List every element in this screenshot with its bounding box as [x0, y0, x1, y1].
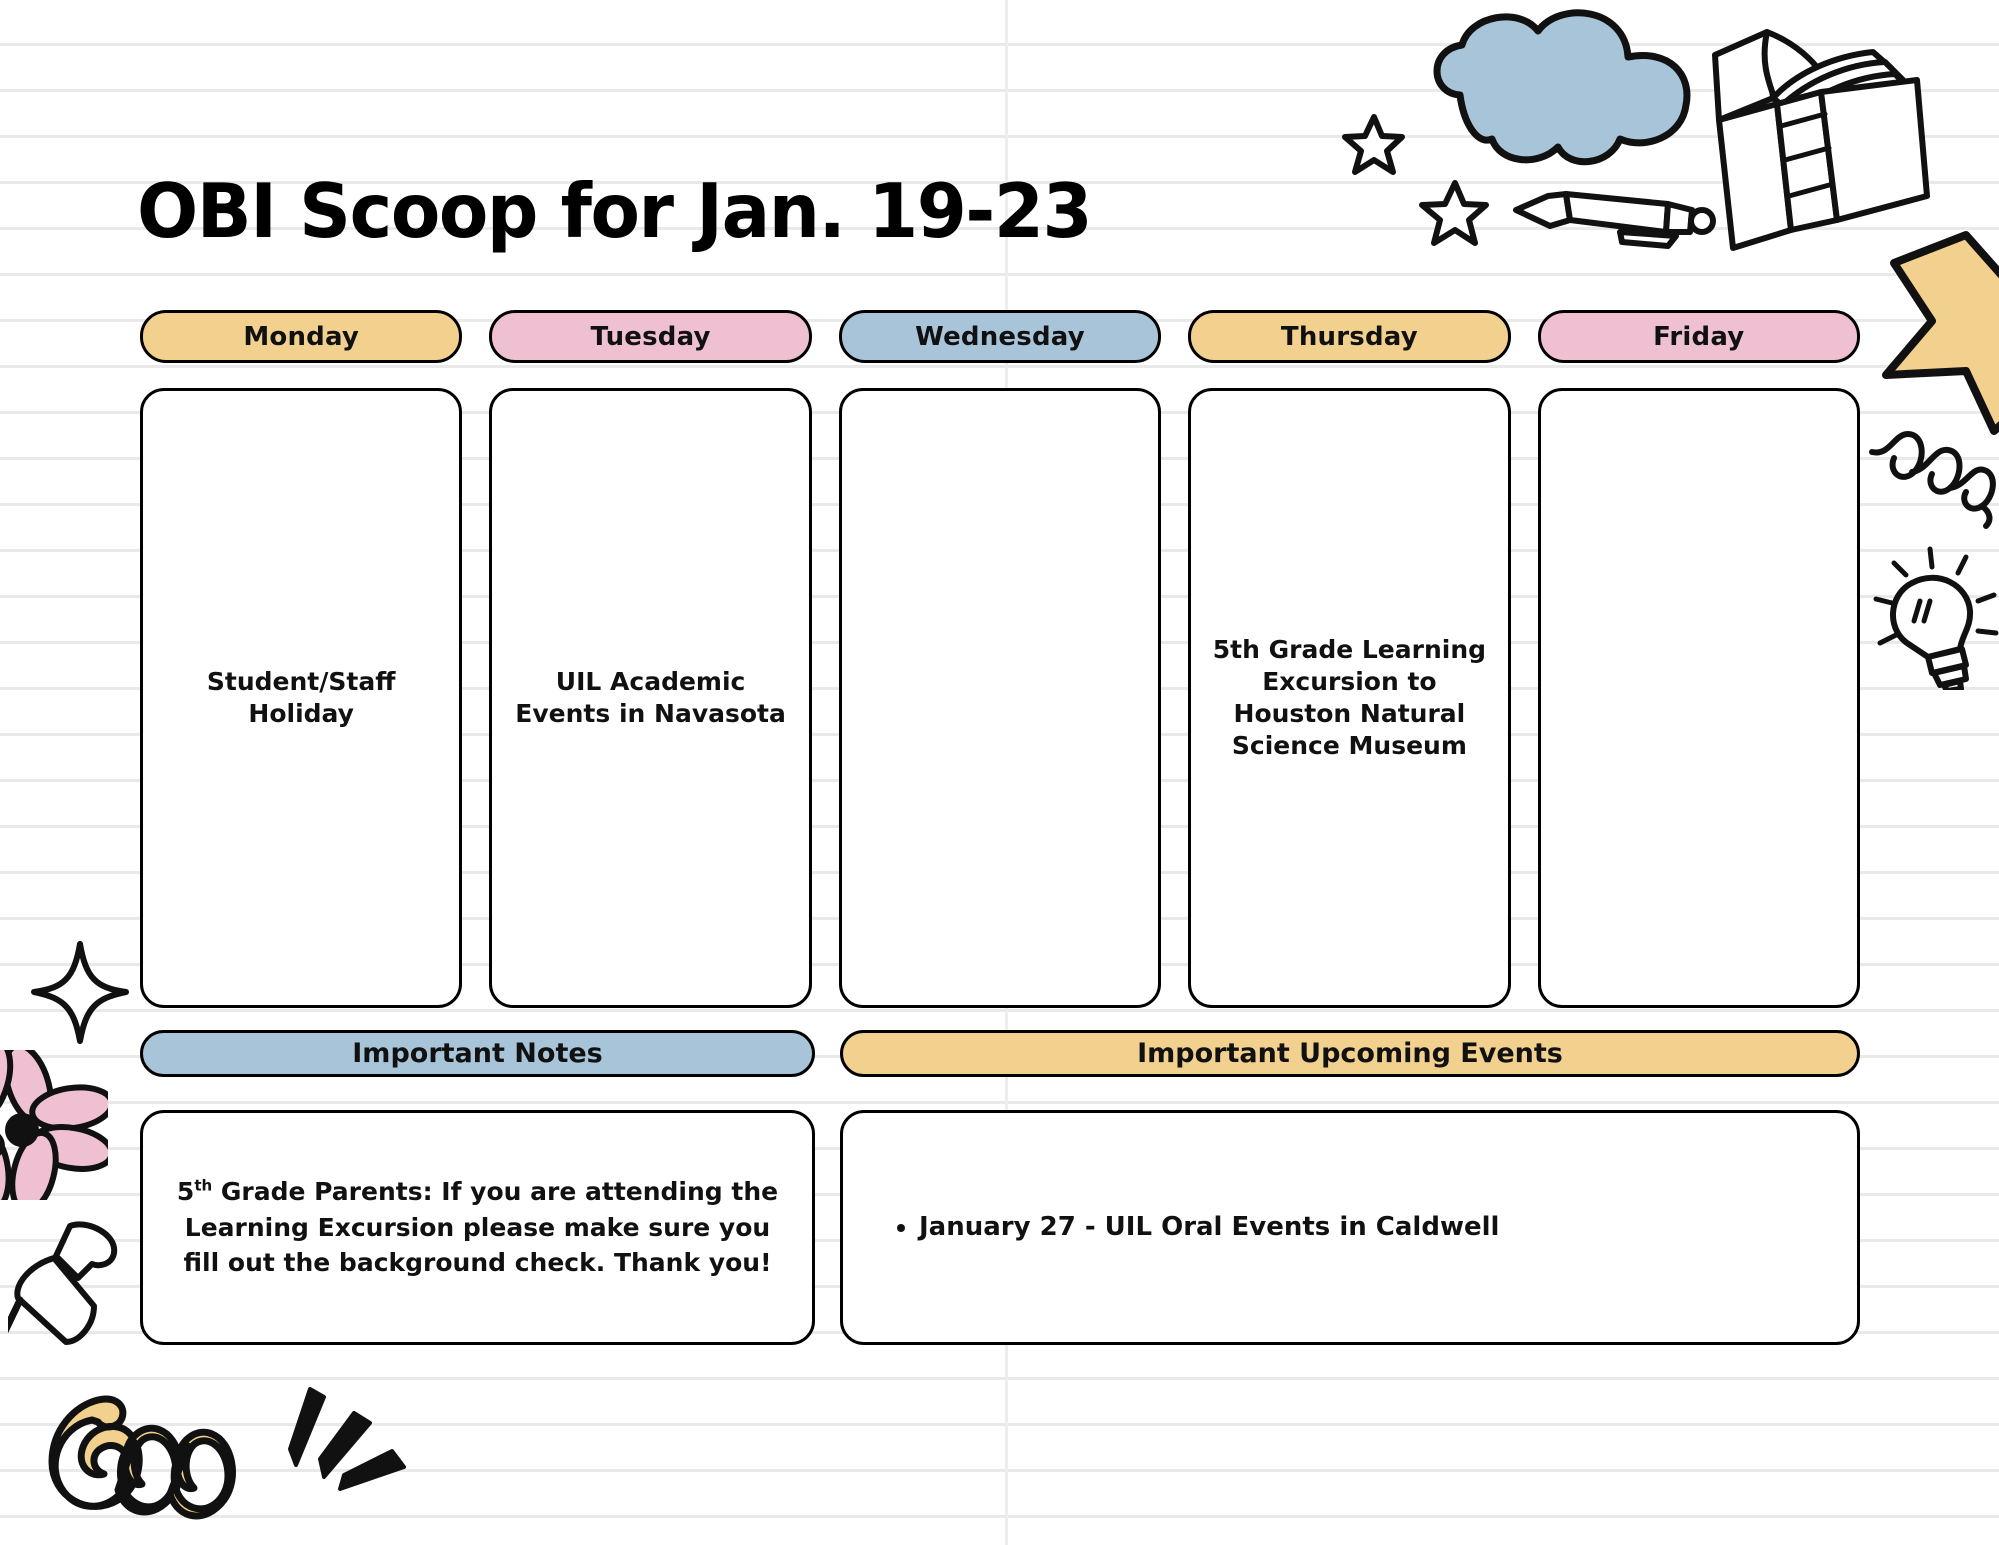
day-event-text: Student/Staff Holiday — [206, 666, 396, 728]
day-card-thursday[interactable]: 5th Grade Learning Excursion to Houston … — [1188, 388, 1511, 1008]
day-event-text: UIL Academic Events in Navasota — [515, 666, 786, 728]
upcoming-events-heading-label: Important Upcoming Events — [1137, 1038, 1563, 1069]
notes-body-rest: Grade Parents: If you are attending the … — [183, 1177, 779, 1278]
day-card-monday[interactable]: Student/Staff Holiday — [140, 388, 463, 1008]
day-card-tuesday[interactable]: UIL Academic Events in Navasota — [489, 388, 812, 1008]
day-label: Monday — [243, 321, 360, 352]
important-notes-heading-label: Important Notes — [352, 1038, 603, 1069]
day-card-friday[interactable] — [1537, 388, 1860, 1008]
notes-body-superscript: th — [194, 1176, 213, 1195]
day-header-monday[interactable]: Monday — [140, 310, 463, 363]
week-header-row: Monday Tuesday Wednesday Thursday Friday — [140, 310, 1860, 363]
upcoming-events-card[interactable]: January 27 - UIL Oral Events in Caldwell — [840, 1110, 1860, 1345]
week-cards-row: Student/Staff Holiday UIL Academic Event… — [140, 388, 1860, 1008]
day-label: Thursday — [1280, 321, 1418, 352]
upcoming-events-header[interactable]: Important Upcoming Events — [840, 1030, 1860, 1077]
list-item[interactable]: January 27 - UIL Oral Events in Caldwell — [919, 1209, 1499, 1245]
notes-body-prefix: 5 — [176, 1177, 195, 1207]
day-header-friday[interactable]: Friday — [1537, 310, 1860, 363]
day-label: Wednesday — [915, 321, 1085, 352]
page-title: OBI Scoop for Jan. 19-23 — [137, 167, 1093, 255]
upcoming-events-list: January 27 - UIL Oral Events in Caldwell — [877, 1209, 1499, 1245]
day-card-wednesday[interactable] — [838, 388, 1162, 1008]
important-notes-header[interactable]: Important Notes — [140, 1030, 815, 1077]
day-label: Friday — [1653, 321, 1745, 352]
day-header-thursday[interactable]: Thursday — [1188, 310, 1511, 363]
important-notes-card[interactable]: 5th Grade Parents: If you are attending … — [140, 1110, 815, 1345]
day-event-text: 5th Grade Learning Excursion to Houston … — [1212, 634, 1487, 761]
day-header-tuesday[interactable]: Tuesday — [489, 310, 812, 363]
day-label: Tuesday — [590, 321, 711, 352]
important-notes-body: 5th Grade Parents: If you are attending … — [167, 1174, 788, 1281]
day-header-wednesday[interactable]: Wednesday — [838, 310, 1162, 363]
